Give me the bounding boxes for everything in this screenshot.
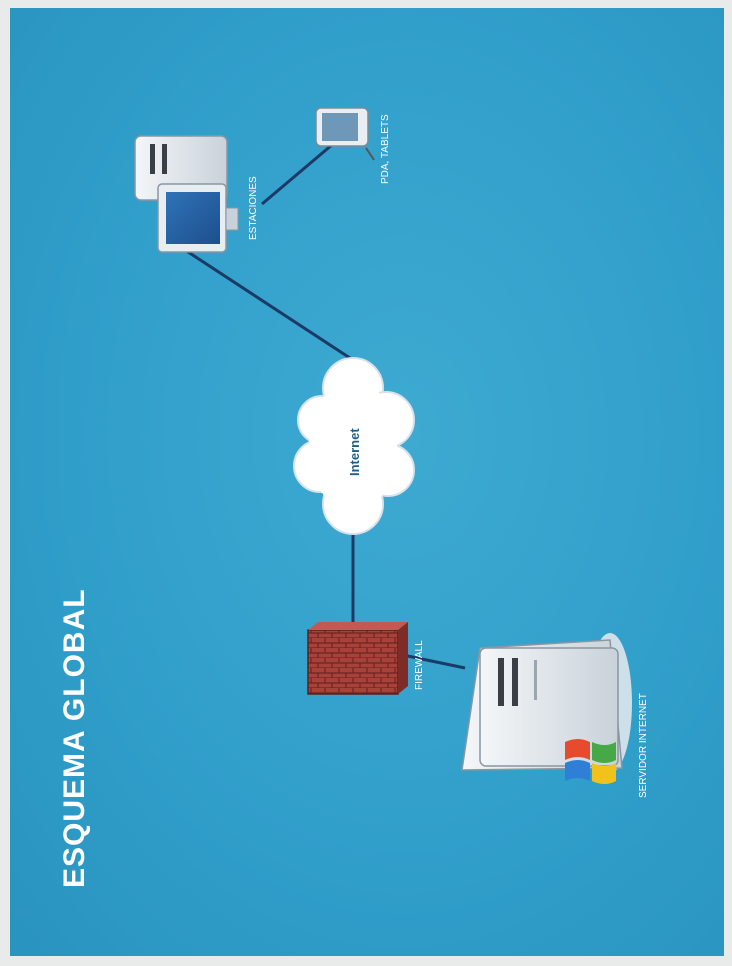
stations-label: ESTACIONES bbox=[248, 176, 259, 240]
slide-title: ESQUEMA GLOBAL bbox=[58, 588, 91, 888]
edge-stations-pda bbox=[262, 144, 333, 204]
internet-label: Internet bbox=[347, 428, 362, 476]
slide: ESQUEMA GLOBAL SERVIDOR INTERNET FIREWAL… bbox=[10, 8, 724, 956]
firewall-icon bbox=[308, 622, 408, 694]
workstation-icon bbox=[135, 136, 238, 252]
network-diagram: ESQUEMA GLOBAL SERVIDOR INTERNET FIREWAL… bbox=[10, 8, 724, 956]
edge-server-firewall bbox=[398, 654, 465, 668]
pda-label: PDA, TABLETS bbox=[380, 114, 391, 184]
edge-internet-stations bbox=[182, 248, 353, 360]
server-label: SERVIDOR INTERNET bbox=[638, 693, 649, 798]
firewall-label: FIREWALL bbox=[414, 640, 425, 690]
